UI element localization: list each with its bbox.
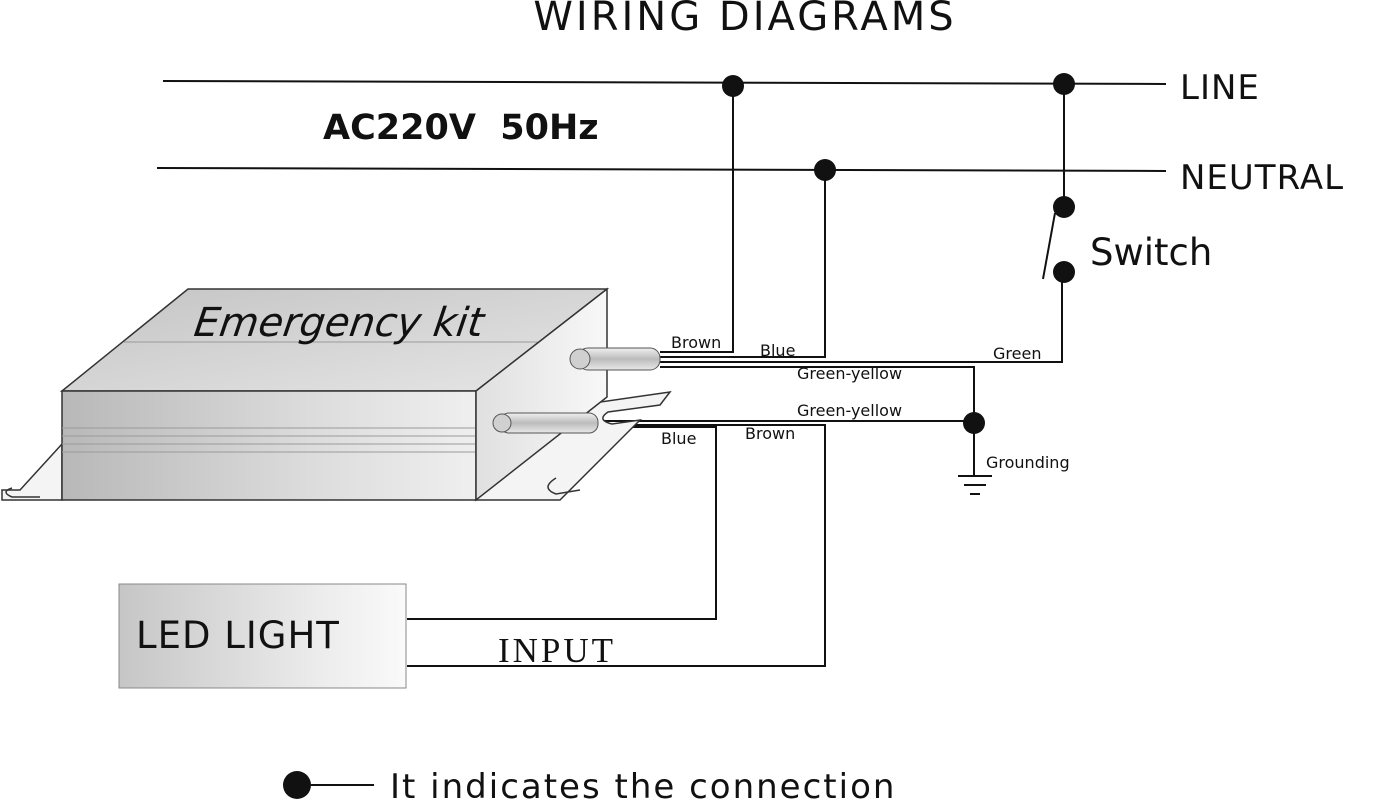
neutral-label: NEUTRAL (1180, 158, 1344, 198)
connection-dot-line-brown (722, 75, 744, 97)
blue-bottom-wire (407, 426, 717, 620)
legend-text: It indicates the connection (390, 767, 896, 802)
emergency-kit-box (1, 287, 672, 502)
green-yellow-top-wire (660, 366, 975, 475)
led-light-box (118, 583, 407, 689)
switch-label: Switch (1090, 231, 1212, 274)
neutral-wire (156, 167, 1167, 172)
connection-dot-line-switch (1053, 73, 1075, 95)
switch-lever (1042, 212, 1056, 280)
wire-label-blue-bottom: Blue (661, 429, 696, 448)
wire-label-blue-top: Blue (760, 341, 795, 360)
legend-dot-icon (283, 771, 311, 799)
ground-symbol (958, 475, 992, 495)
wire-label-brown-bottom: Brown (745, 424, 795, 443)
switch-contact-top (1053, 196, 1075, 218)
input-label: INPUT (498, 631, 616, 670)
brown-bottom-wire (407, 424, 826, 667)
switch-contact-bottom (1053, 261, 1075, 283)
line-wire (162, 80, 1167, 85)
emergency-kit-label: Emergency kit (191, 300, 488, 346)
blue-top-wire (660, 170, 826, 358)
diagram-title: WIRING DIAGRAMS (533, 0, 956, 40)
line-label: LINE (1180, 68, 1260, 108)
brown-top-wire (660, 86, 734, 353)
wire-label-green-yellow-bottom: Green-yellow (797, 401, 902, 420)
supply-label: AC220V 50Hz (323, 108, 599, 148)
connection-dot-neutral-blue (814, 159, 836, 181)
legend: It indicates the connection (283, 767, 896, 802)
connection-dot-ground (963, 412, 985, 434)
green-wire (660, 272, 1063, 363)
led-light-label: LED LIGHT (136, 614, 340, 657)
wire-label-brown-top: Brown (671, 333, 721, 352)
wire-label-green: Green (993, 344, 1041, 363)
grounding-label: Grounding (986, 453, 1070, 472)
wire-label-green-yellow-top: Green-yellow (797, 364, 902, 383)
